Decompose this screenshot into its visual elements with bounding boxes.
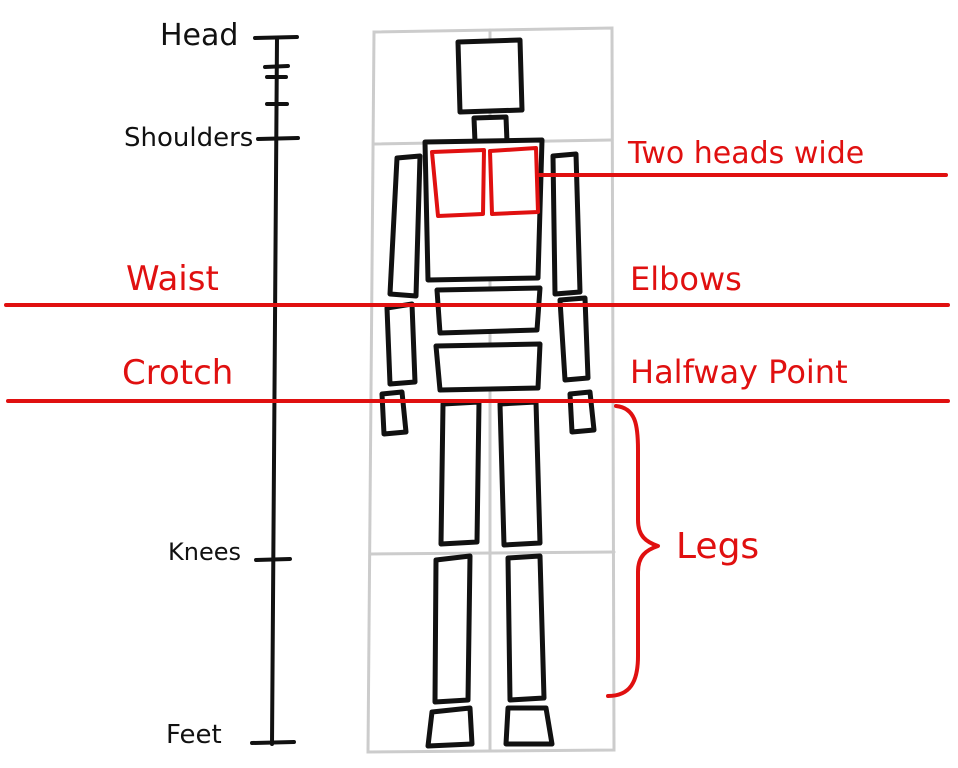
label-waist: Waist: [126, 259, 219, 299]
legs-brace: [606, 404, 660, 698]
red-guides: [4, 173, 950, 698]
figure-head: [455, 37, 525, 115]
chest-plate-right: [488, 146, 540, 216]
figure-foot-right: [503, 705, 555, 747]
figure-upper-arm-left: [387, 153, 423, 299]
chest-plate-left: [430, 148, 486, 218]
figure-shin-right: [505, 553, 547, 703]
figure-shin-left: [432, 553, 473, 705]
vertical-scale: Head Shoulders Knees Feet: [124, 18, 300, 750]
label-feet: Feet: [166, 720, 222, 750]
label-elbows: Elbows: [630, 260, 742, 298]
label-crotch: Crotch: [122, 353, 233, 393]
figure-hand-right: [567, 389, 597, 435]
label-head: Head: [160, 18, 238, 53]
scale-tick-head: [253, 35, 299, 40]
scale-tick-1: [263, 64, 290, 69]
label-shoulders: Shoulders: [124, 123, 253, 153]
mannequin-figure: [379, 37, 597, 749]
grid-knee-row: [368, 550, 616, 556]
figure-waist: [434, 285, 543, 336]
label-halfway-point: Halfway Point: [630, 353, 848, 391]
grid-outer-frame: [366, 26, 616, 754]
figure-pelvis: [433, 341, 543, 393]
figure-thigh-right: [497, 399, 543, 548]
figure-hand-left: [379, 389, 409, 437]
figure-thigh-left: [438, 399, 482, 547]
figure-upper-arm-right: [550, 151, 583, 297]
label-legs: Legs: [676, 526, 759, 567]
label-knees: Knees: [168, 538, 241, 566]
scale-tick-knees: [254, 557, 292, 562]
red-labels: Two heads wide Waist Elbows Crotch Halfw…: [122, 136, 864, 567]
figure-forearm-left: [384, 301, 418, 387]
scale-tick-feet: [250, 740, 296, 745]
figure-foot-left: [425, 705, 475, 749]
scale-tick-shoulders: [256, 136, 300, 141]
scale-axis: [270, 36, 279, 746]
figure-forearm-right: [557, 295, 591, 383]
label-two-heads-wide: Two heads wide: [627, 136, 864, 171]
